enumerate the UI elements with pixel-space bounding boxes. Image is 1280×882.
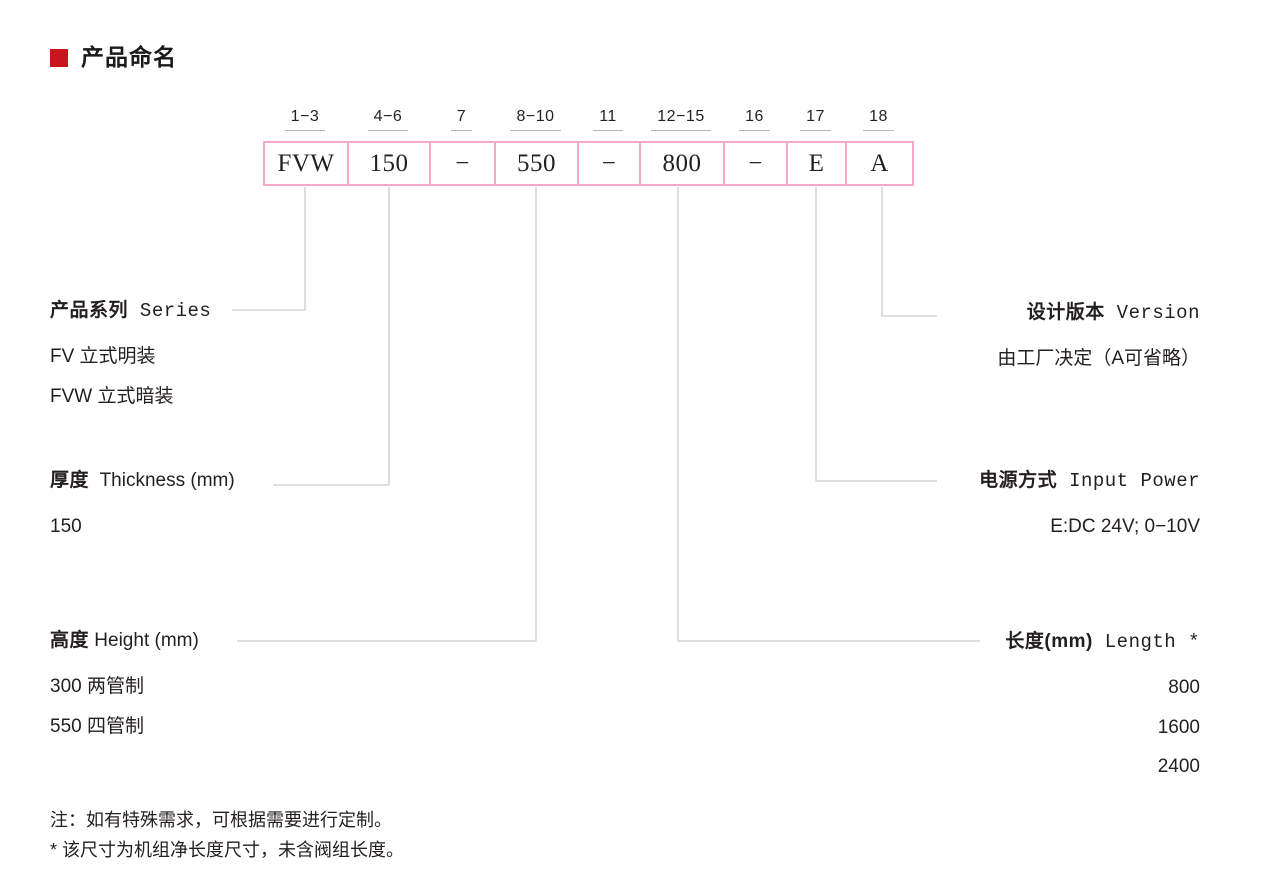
code-cell-height: 550 (496, 143, 579, 184)
annotation-input-power-title: 电源方式 Input Power (780, 470, 1200, 493)
position-label-cell: 4−6 (347, 108, 429, 136)
annotation-series-line: FV 立式明装 (50, 345, 156, 367)
position-label-cell: 7 (429, 108, 494, 136)
annotation-thickness-line: 150 (50, 515, 82, 537)
position-label-cell: 18 (845, 108, 912, 136)
annotation-thickness: 厚度 Thickness (mm) 150 (50, 470, 235, 539)
annotation-input-power-title-cjk: 电源方式 (979, 470, 1058, 491)
annotation-length-line: 2400 (1157, 756, 1200, 778)
annotation-length-line: 800 (1168, 676, 1200, 698)
model-code-table: FVW 150 − 550 − 800 − E A (263, 141, 914, 186)
footnote-custom: 注：如有特殊需求，可根据需要进行定制。 (50, 810, 392, 830)
annotation-height-title: 高度 Height (mm) (50, 630, 199, 653)
code-cell-separator-2: − (579, 143, 641, 184)
annotation-series-line: FVW 立式暗装 (50, 385, 174, 407)
code-cell-version: A (847, 143, 914, 184)
annotation-height-line: 550 四管制 (50, 715, 144, 737)
annotation-height-line: 300 两管制 (50, 675, 144, 697)
annotation-input-power-title-en: Input Power (1069, 470, 1200, 492)
annotation-height-title-cjk: 高度 (50, 630, 90, 651)
position-label-cell: 17 (786, 108, 845, 136)
annotation-series-title: 产品系列 Series (50, 300, 211, 323)
position-label-cell: 1−3 (263, 108, 347, 136)
annotation-version-title: 设计版本 Version (780, 302, 1200, 325)
annotation-length: 长度(mm) Length * 800 1600 2400 (780, 631, 1200, 779)
annotation-series: 产品系列 Series FV 立式明装 FVW 立式暗装 (50, 300, 211, 408)
position-label-text: 12−15 (651, 108, 711, 131)
annotation-length-title: 长度(mm) Length * (780, 631, 1200, 654)
annotation-thickness-title: 厚度 Thickness (mm) (50, 470, 235, 493)
position-label-text: 18 (863, 108, 894, 131)
annotation-length-title-cjk: 长度(mm) (1005, 631, 1093, 652)
position-label-text: 4−6 (367, 108, 409, 131)
annotation-height: 高度 Height (mm) 300 两管制 550 四管制 (50, 630, 199, 738)
code-cell-separator-3: − (725, 143, 788, 184)
position-label-text: 16 (739, 108, 770, 131)
code-cell-separator-1: − (431, 143, 496, 184)
annotation-version-line: 由工厂决定（A可省略） (997, 347, 1200, 369)
position-label-text: 8−10 (510, 108, 561, 131)
code-cell-length: 800 (641, 143, 725, 184)
code-cell-input-power: E (788, 143, 847, 184)
annotation-length-line: 1600 (1157, 716, 1200, 738)
position-label-row: 1−3 4−6 7 8−10 11 12−15 16 17 18 (263, 108, 912, 136)
position-label-text: 11 (593, 108, 623, 131)
annotation-series-title-en: Series (139, 300, 212, 322)
annotation-length-title-en: Length * (1104, 631, 1200, 653)
annotation-series-title-cjk: 产品系列 (50, 300, 129, 321)
red-square-bullet-icon (50, 48, 68, 67)
page-title: 产品命名 (50, 46, 177, 69)
code-cell-thickness: 150 (349, 143, 431, 184)
position-label-cell: 16 (723, 108, 786, 136)
annotation-version-title-en: Version (1116, 302, 1200, 324)
annotation-thickness-title-en: Thickness (mm) (99, 470, 235, 491)
position-label-text: 17 (800, 108, 831, 131)
footnote-length-note: * 该尺寸为机组净长度尺寸，未含阀组长度。 (50, 839, 405, 860)
annotation-version-title-cjk: 设计版本 (1026, 302, 1105, 323)
position-label-text: 7 (450, 108, 473, 131)
annotation-input-power-line: E:DC 24V; 0−10V (1050, 515, 1200, 537)
position-label-cell: 8−10 (494, 108, 577, 136)
annotation-height-title-en: Height (mm) (94, 630, 199, 651)
position-label-cell: 11 (577, 108, 639, 136)
annotation-version: 设计版本 Version 由工厂决定（A可省略） (780, 302, 1200, 371)
position-label-cell: 12−15 (639, 108, 723, 136)
annotation-thickness-title-cjk: 厚度 (50, 470, 90, 491)
position-label-text: 1−3 (284, 108, 326, 131)
code-cell-series: FVW (265, 143, 349, 184)
annotation-input-power: 电源方式 Input Power E:DC 24V; 0−10V (780, 470, 1200, 539)
page-title-text: 产品命名 (81, 44, 177, 70)
footnotes: 注：如有特殊需求，可根据需要进行定制。 * 该尺寸为机组净长度尺寸，未含阀组长度… (50, 806, 404, 865)
